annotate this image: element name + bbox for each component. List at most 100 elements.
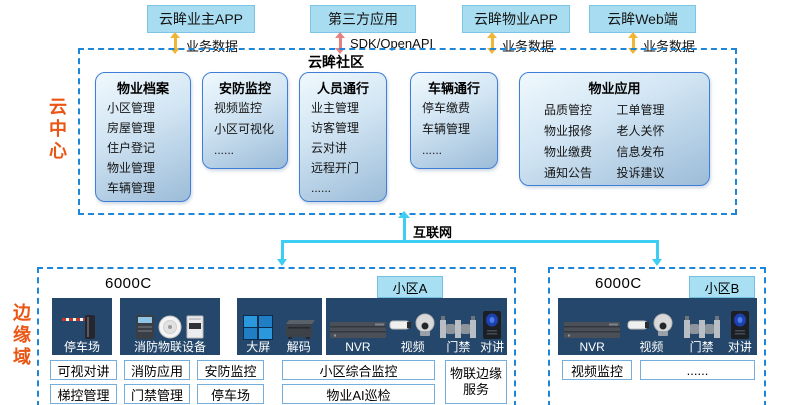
service-box: 梯控管理 <box>50 384 117 404</box>
cloud-platform-box: 云眸社区 物业档案 小区管理 房屋管理 住户登记 物业管理 车辆管理 安防监控 … <box>78 48 737 215</box>
service-box: 消防应用 <box>124 360 190 380</box>
connector-line <box>656 240 659 259</box>
module-item: 停车缴费 <box>422 101 471 115</box>
link-label-sdk-openapi: SDK/OpenAPI <box>350 36 434 51</box>
module-item: ...... <box>214 143 235 157</box>
device-panel-av-devices: NVR 视频 <box>558 298 757 355</box>
module-item: 车辆管理 <box>107 181 156 195</box>
module-title: 安防监控 <box>218 81 271 96</box>
device-model-label: 6000C <box>595 275 642 292</box>
camera-icon <box>389 313 435 336</box>
module-item: 老人关怀 <box>616 124 665 138</box>
device-label: 消防物联设备 <box>133 340 206 354</box>
module-title: 车辆通行 <box>427 81 480 96</box>
module-item: 小区管理 <box>107 101 156 115</box>
module-item: 访客管理 <box>311 121 360 135</box>
service-box: 安防监控 <box>197 360 264 380</box>
module-item: 信息发布 <box>616 145 665 159</box>
zone-label-edge-domain: 边缘域 <box>11 303 31 369</box>
decoder-icon <box>285 320 315 339</box>
double-arrow-icon <box>487 32 497 54</box>
service-box: 物业AI巡检 <box>282 384 435 404</box>
site-b-badge: 小区B <box>689 276 755 298</box>
device-panel-display-decoder: 大屏 解码 <box>237 298 322 355</box>
device-label: 对讲 <box>727 340 752 354</box>
intercom-icon <box>730 311 749 339</box>
device-label: 解码 <box>286 340 311 354</box>
module-item: 业主管理 <box>311 101 360 115</box>
device-panel-fire-iot: 消防物联设备 <box>120 298 220 355</box>
module-property-application: 物业应用 品质管控 工单管理 物业报修 老人关怀 物业缴费 信息发布 通知公告 … <box>519 72 710 186</box>
smoke-detector-icon <box>158 315 182 339</box>
module-item: 云对讲 <box>311 141 348 155</box>
module-title: 人员通行 <box>316 81 369 96</box>
device-label: 停车场 <box>63 340 100 354</box>
service-box: 视频监控 <box>562 360 632 380</box>
turnstile-gate-icon <box>683 316 720 338</box>
app-box-property-app: 云眸物业APP <box>462 5 570 33</box>
internet-label: 互联网 <box>413 225 453 240</box>
edge-site-b-box: 6000C 小区B NVR <box>548 267 766 405</box>
module-item: 品质管控 <box>544 103 593 117</box>
service-box: 停车场 <box>197 384 264 404</box>
module-title: 物业档案 <box>116 81 169 96</box>
device-label: 视频 <box>639 340 664 354</box>
nvr-icon <box>329 322 386 338</box>
zone-label-cloud-center: 云中心 <box>47 97 67 163</box>
module-security-monitoring: 安防监控 视频监控 小区可视化 ...... <box>202 72 288 169</box>
link-label-business-data: 业务数据 <box>643 39 696 54</box>
module-person-access: 人员通行 业主管理 访客管理 云对讲 远程开门 ...... <box>299 72 387 202</box>
service-box: ...... <box>640 360 755 380</box>
double-arrow-icon <box>170 32 180 54</box>
connector-line <box>403 217 406 242</box>
double-arrow-icon <box>335 32 345 54</box>
device-label: 对讲 <box>480 340 505 354</box>
device-panel-av-devices: NVR 视频 <box>326 298 507 355</box>
fire-alarm-panel-icon <box>135 315 154 339</box>
video-wall-icon <box>243 315 274 340</box>
arrow-down-icon <box>277 259 287 266</box>
module-item: 房屋管理 <box>107 121 156 135</box>
device-label: 大屏 <box>246 340 271 354</box>
service-box: 门禁管理 <box>124 384 190 404</box>
edge-site-a-box: 6000C 小区A 停车场 <box>37 267 516 405</box>
module-item: 通知公告 <box>544 166 593 180</box>
service-box: 物联边缘服务 <box>445 360 507 404</box>
module-item: 小区可视化 <box>214 122 275 136</box>
module-item: 远程开门 <box>311 161 360 175</box>
service-box: 可视对讲 <box>50 360 117 380</box>
device-label: 视频 <box>400 340 425 354</box>
arrow-up-icon <box>398 211 410 218</box>
app-box-web: 云眸Web端 <box>589 5 696 33</box>
module-vehicle-access: 车辆通行 停车缴费 车辆管理 ...... <box>410 72 498 169</box>
connector-line <box>281 240 284 259</box>
module-item: 物业缴费 <box>544 145 593 159</box>
arrow-down-icon <box>652 259 662 266</box>
device-model-label: 6000C <box>105 275 152 292</box>
module-item: 住户登记 <box>107 141 156 155</box>
module-item: 物业报修 <box>544 124 593 138</box>
turnstile-gate-icon <box>440 316 477 338</box>
module-item: 视频监控 <box>214 101 263 115</box>
service-box: 小区综合监控 <box>282 360 435 380</box>
camera-icon <box>627 313 673 336</box>
module-title: 物业应用 <box>588 81 641 96</box>
parking-barrier-icon <box>62 315 95 339</box>
module-item: 投诉建议 <box>616 166 665 180</box>
module-property-archive: 物业档案 小区管理 房屋管理 住户登记 物业管理 车辆管理 <box>95 72 191 202</box>
device-label: NVR <box>345 340 371 354</box>
device-label: 门禁 <box>689 340 714 354</box>
connector-line <box>281 240 659 243</box>
site-a-badge: 小区A <box>377 276 443 298</box>
device-label: 门禁 <box>446 340 471 354</box>
cloud-platform-title: 云眸社区 <box>308 54 364 70</box>
module-item: 物业管理 <box>107 161 156 175</box>
link-label-business-data: 业务数据 <box>502 39 555 54</box>
double-arrow-icon <box>628 32 638 54</box>
iot-din-module-icon <box>186 315 204 339</box>
link-label-business-data: 业务数据 <box>186 39 239 54</box>
module-item: 工单管理 <box>616 103 665 117</box>
module-item: ...... <box>422 143 443 157</box>
module-item: 车辆管理 <box>422 122 471 136</box>
